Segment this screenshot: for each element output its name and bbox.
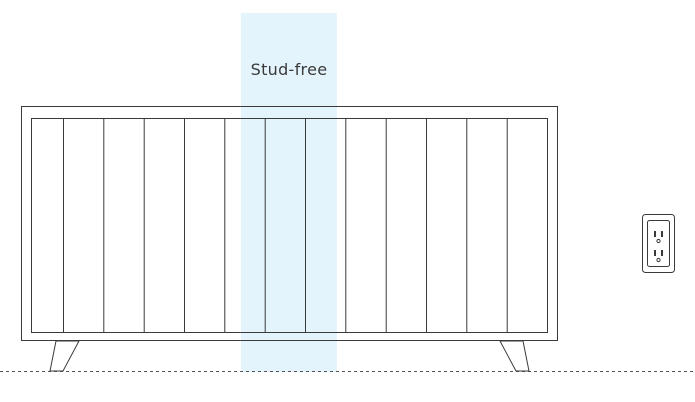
outlet-receptacle-frame bbox=[648, 221, 670, 267]
left-leg bbox=[50, 341, 79, 371]
outlet-top-slot-left bbox=[654, 231, 656, 237]
outlet-top-ground bbox=[657, 239, 660, 242]
right-leg bbox=[500, 341, 529, 371]
outlet-bottom-slot-left bbox=[654, 250, 656, 256]
outlet-bottom-slot-right bbox=[661, 250, 663, 256]
outlet-top-slot-right bbox=[661, 231, 663, 237]
electrical-outlet-icon bbox=[643, 215, 675, 273]
outlet-bottom-ground bbox=[657, 258, 660, 261]
stud-free-label: Stud-free bbox=[241, 60, 337, 79]
